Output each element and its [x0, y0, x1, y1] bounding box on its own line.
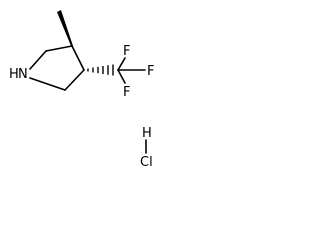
atom-label-fluorine-right: F [147, 64, 154, 79]
hashed-bond-cf3 [87, 64, 114, 76]
bond-c3-c4 [71, 45, 85, 71]
atom-label-fluorine-top: F [123, 44, 130, 59]
atom-label-hcl-chlorine: Cl [140, 155, 153, 170]
bond-c2-c3 [45, 45, 73, 52]
wedge-bond-methyl [57, 10, 73, 46]
bond-c-f-top [117, 57, 126, 71]
bond-c5-n [29, 77, 66, 91]
chemical-structure-diagram: H N F F F H Cl [9, 10, 154, 170]
atom-label-nitrogen-h: H [9, 67, 19, 82]
bond-n-c2 [29, 50, 47, 70]
atom-label-hcl-hydrogen: H [142, 126, 152, 141]
bond-c-f-bottom [117, 69, 126, 84]
bond-c4-c5 [64, 69, 85, 91]
atom-label-nitrogen: N [18, 67, 28, 82]
atom-label-fluorine-bottom: F [123, 85, 130, 100]
